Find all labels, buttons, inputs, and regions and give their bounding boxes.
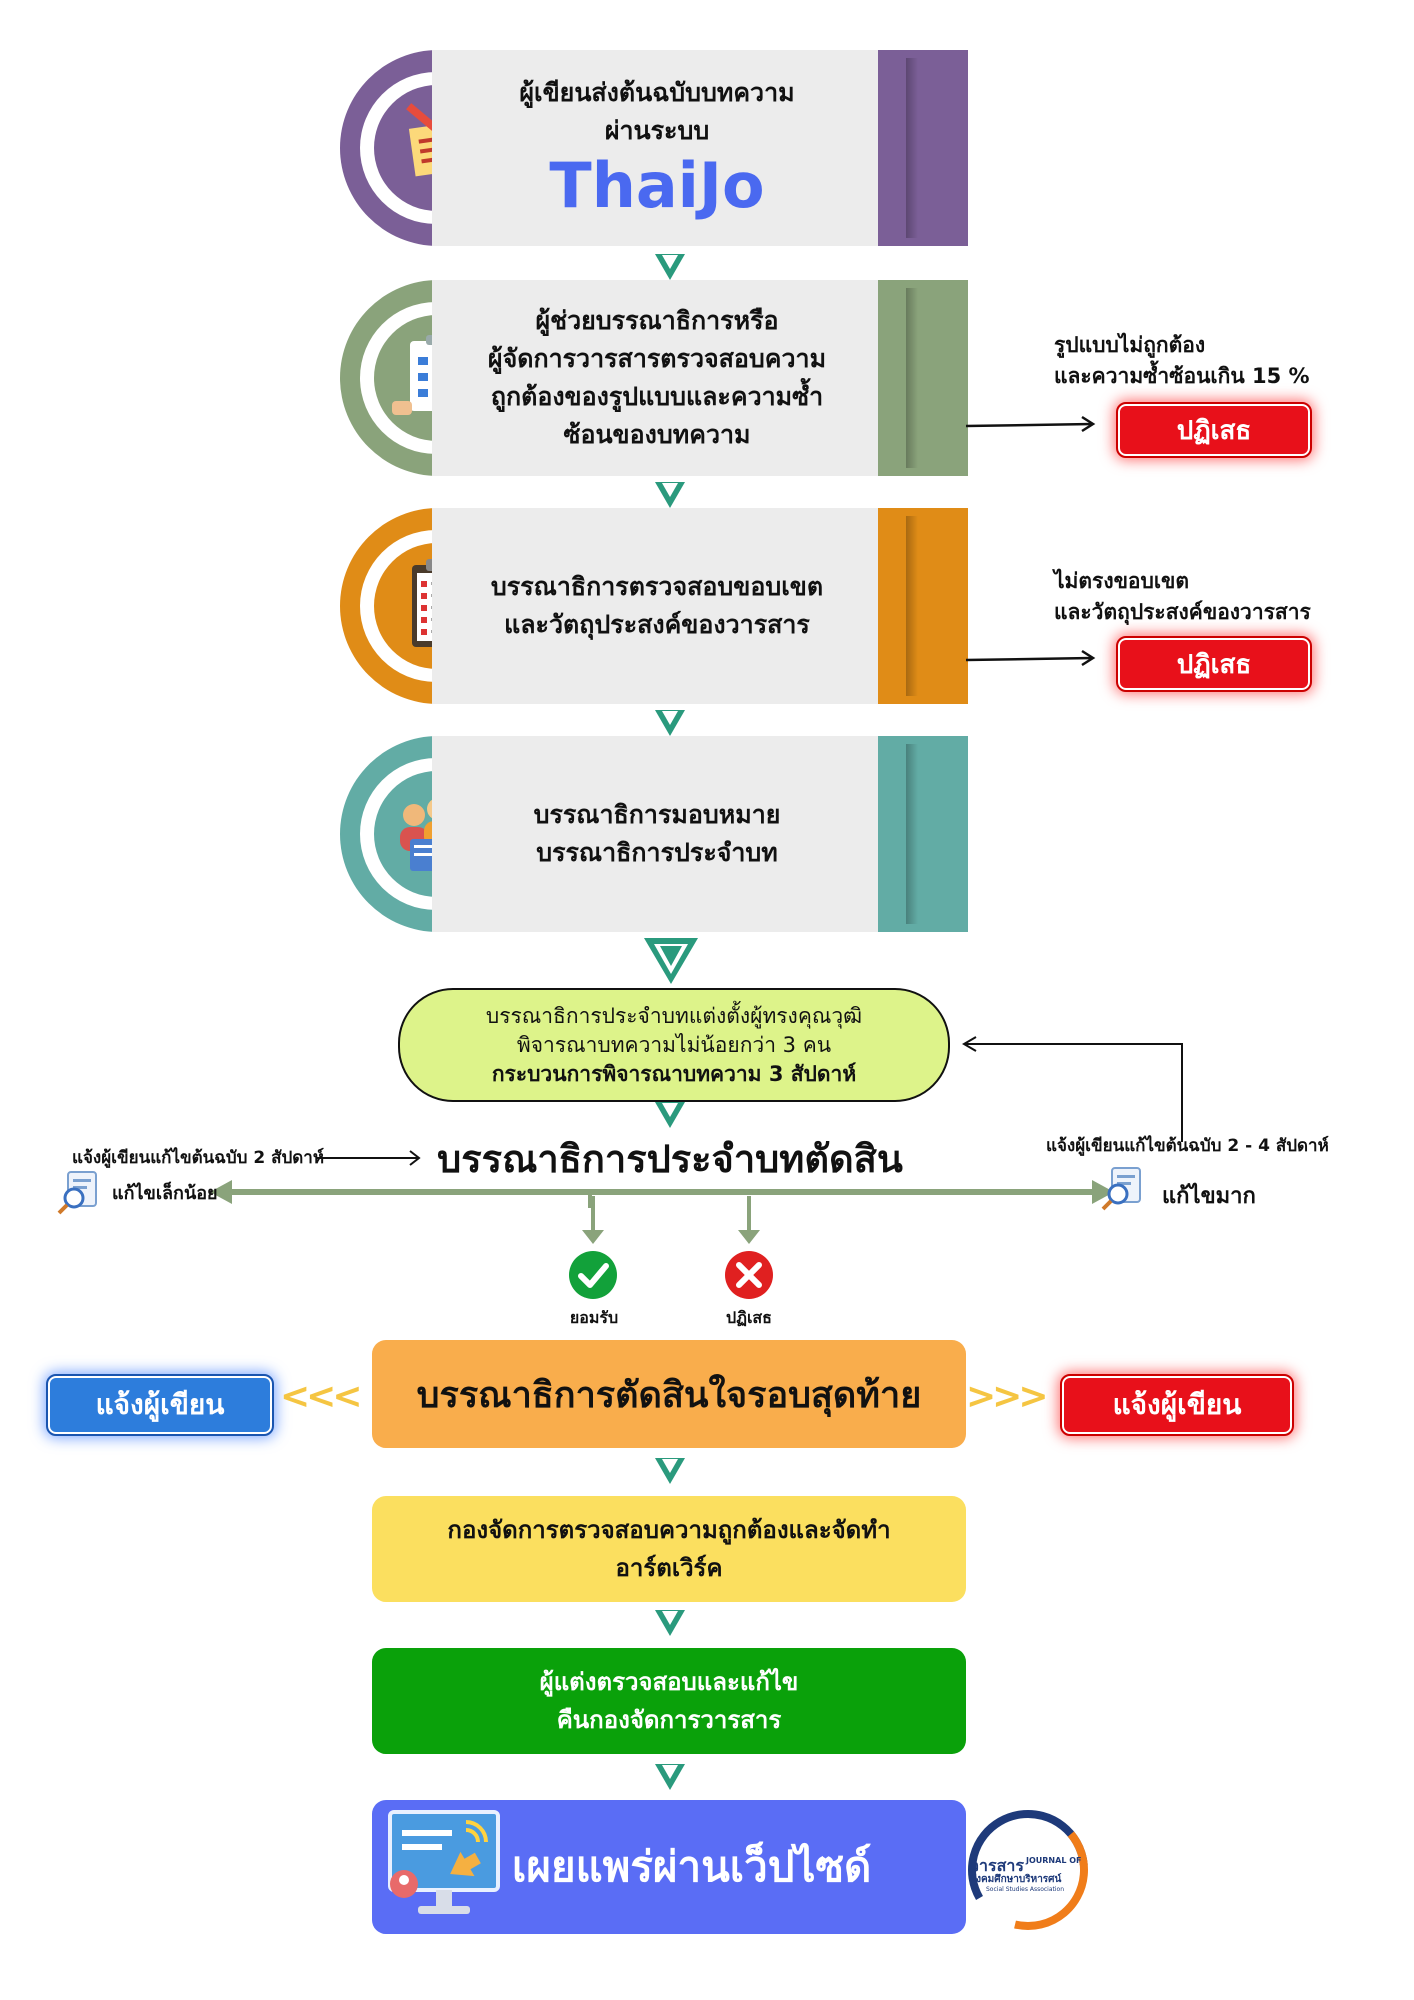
reject-reason: รูปแบบไม่ถูกต้อง และความซ้ำซ้อนเกิน 15 % [1054, 330, 1310, 392]
right-arrow-icon [316, 1150, 421, 1166]
reject-reason: ไม่ตรงขอบเขต และวัตถุประสงค์ของวารสาร [1054, 566, 1311, 628]
reject-reason-line: ไม่ตรงขอบเขต [1054, 569, 1190, 593]
step-accent-bar [878, 50, 968, 246]
reject-badge: ปฏิเสธ [1116, 402, 1312, 458]
down-arrow-icon [644, 938, 698, 984]
step-format-check: ผู้ช่วยบรรณาธิการหรือ ผู้จัดการวารสารตรว… [340, 280, 968, 476]
notify-author-reject-badge: แจ้งผู้เขียน [1060, 1374, 1294, 1436]
step-text-line: บรรณาธิการมอบหมาย [533, 800, 781, 829]
major-revision-note: แจ้งผู้เขียนแก้ไขต้นฉบับ 2 - 4 สัปดาห์ [1046, 1136, 1329, 1156]
step-scope-check: บรรณาธิการตรวจสอบขอบเขต และวัตถุประสงค์ข… [340, 508, 968, 704]
journal-logo: วารสาร JOURNAL OF สังคมศึกษาบริหารศน์ So… [966, 1808, 1090, 1932]
logo-sub-text: Social Studies Association [986, 1886, 1065, 1893]
author-check-text-line: ผู้แต่งตรวจสอบและแก้ไข [539, 1668, 799, 1696]
step-accent-bar [878, 508, 968, 704]
revision-loop-arrow [962, 1036, 1183, 1142]
step-accent-bar [878, 280, 968, 476]
step-text-line: ถูกต้องของรูปแบบและความซ้ำ [490, 382, 824, 411]
peer-review-box: บรรณาธิการประจำบทแต่งตั้งผู้ทรงคุณวุฒิ พ… [398, 988, 950, 1102]
step-panel: ผู้ช่วยบรรณาธิการหรือ ผู้จัดการวารสารตรว… [432, 280, 882, 476]
minor-revision-label: แก้ไขเล็กน้อย [112, 1183, 218, 1204]
review-text-line: พิจารณาบทความไม่น้อยกว่า 3 คน [516, 1032, 832, 1057]
right-arrow-icon [966, 415, 1096, 433]
step-text-line: ผ่านระบบ [604, 116, 710, 145]
step-text-line: และวัตถุประสงค์ของวารสาร [504, 610, 810, 639]
step-text-line: บรรณาธิการประจำบท [536, 838, 778, 867]
final-decision-box: บรรณาธิการตัดสินใจรอบสุดท้าย [372, 1340, 966, 1448]
review-duration: กระบวนการพิจารณาบทความ 3 สัปดาห์ [491, 1061, 857, 1086]
accept-label: ยอมรับ [569, 1308, 619, 1327]
reject-reason-line: และความซ้ำซ้อนเกิน 15 % [1054, 364, 1310, 388]
publish-title: เผยแพร่ผ่านเว็ปไซด์ [512, 1842, 872, 1891]
logo-thai-text-2: สังคมศึกษาบริหารศน์ [970, 1874, 1062, 1885]
accept-check-icon [569, 1251, 617, 1299]
document-search-icon [57, 1171, 97, 1215]
step-text-line: ผู้เขียนส่งต้นฉบับบทความ [519, 78, 795, 107]
minor-revision-note: แจ้งผู้เขียนแก้ไขต้นฉบับ 2 สัปดาห์ [72, 1148, 325, 1168]
artwork-box: กองจัดการตรวจสอบความถูกต้องและจัดทำ อาร์… [372, 1496, 966, 1602]
step-assign-editor: บรรณาธิการมอบหมาย บรรณาธิการประจำบท [340, 736, 968, 932]
right-chevrons-icon: >>> [966, 1376, 1048, 1417]
down-arrow-icon [582, 1196, 604, 1244]
computer-publish-icon [388, 1810, 500, 1914]
down-arrow-icon [738, 1196, 760, 1244]
artwork-text-line: อาร์ตเวิร์ค [615, 1554, 723, 1582]
step-text-line: ผู้ช่วยบรรณาธิการหรือ [535, 306, 779, 335]
reject-reason-line: และวัตถุประสงค์ของวารสาร [1054, 600, 1311, 624]
step-accent-bar [878, 736, 968, 932]
author-check-text-line: คืนกองจัดการวารสาร [556, 1706, 782, 1734]
down-arrow-icon [655, 710, 685, 736]
step-submit: ผู้เขียนส่งต้นฉบับบทความ ผ่านระบบ ThaiJo [340, 50, 968, 246]
down-arrow-icon [655, 1610, 685, 1636]
reject-label: ปฏิเสธ [726, 1308, 772, 1327]
down-arrow-icon [655, 254, 685, 280]
notify-author-badge: แจ้งผู้เขียน [46, 1374, 274, 1436]
step-text-line: ซ้อนของบทความ [563, 420, 751, 449]
document-search-icon [1101, 1167, 1141, 1211]
step-panel: บรรณาธิการตรวจสอบขอบเขต และวัตถุประสงค์ข… [432, 508, 882, 704]
review-text-line: บรรณาธิการประจำบทแต่งตั้งผู้ทรงคุณวุฒิ [485, 1003, 863, 1028]
logo-journal-text: JOURNAL OF [1026, 1856, 1082, 1865]
artwork-text-line: กองจัดการตรวจสอบความถูกต้องและจัดทำ [447, 1516, 891, 1544]
left-chevrons-icon: <<< [280, 1376, 362, 1417]
step-text-line: บรรณาธิการตรวจสอบขอบเขต [490, 572, 824, 601]
decision-title: บรรณาธิการประจำบทตัดสิน [437, 1137, 903, 1181]
logo-thai-text: วารสาร [970, 1856, 1024, 1875]
down-arrow-icon [655, 1102, 685, 1128]
down-arrow-icon [655, 482, 685, 508]
thaijo-logo-text: ThaiJo [549, 149, 765, 222]
down-arrow-icon [655, 1458, 685, 1484]
author-check-box: ผู้แต่งตรวจสอบและแก้ไข คืนกองจัดการวารสา… [372, 1648, 966, 1754]
reject-reason-line: รูปแบบไม่ถูกต้อง [1054, 333, 1206, 357]
down-arrow-icon [655, 1764, 685, 1790]
right-arrow-icon [966, 649, 1096, 667]
reject-x-icon [725, 1251, 773, 1299]
step-panel: ผู้เขียนส่งต้นฉบับบทความ ผ่านระบบ ThaiJo [432, 50, 882, 246]
step-panel: บรรณาธิการมอบหมาย บรรณาธิการประจำบท [432, 736, 882, 932]
decision-branch-arrow [210, 1180, 1114, 1208]
step-text-line: ผู้จัดการวารสารตรวจสอบความ [487, 344, 827, 373]
reject-badge: ปฏิเสธ [1116, 636, 1312, 692]
major-revision-label: แก้ไขมาก [1162, 1184, 1256, 1209]
